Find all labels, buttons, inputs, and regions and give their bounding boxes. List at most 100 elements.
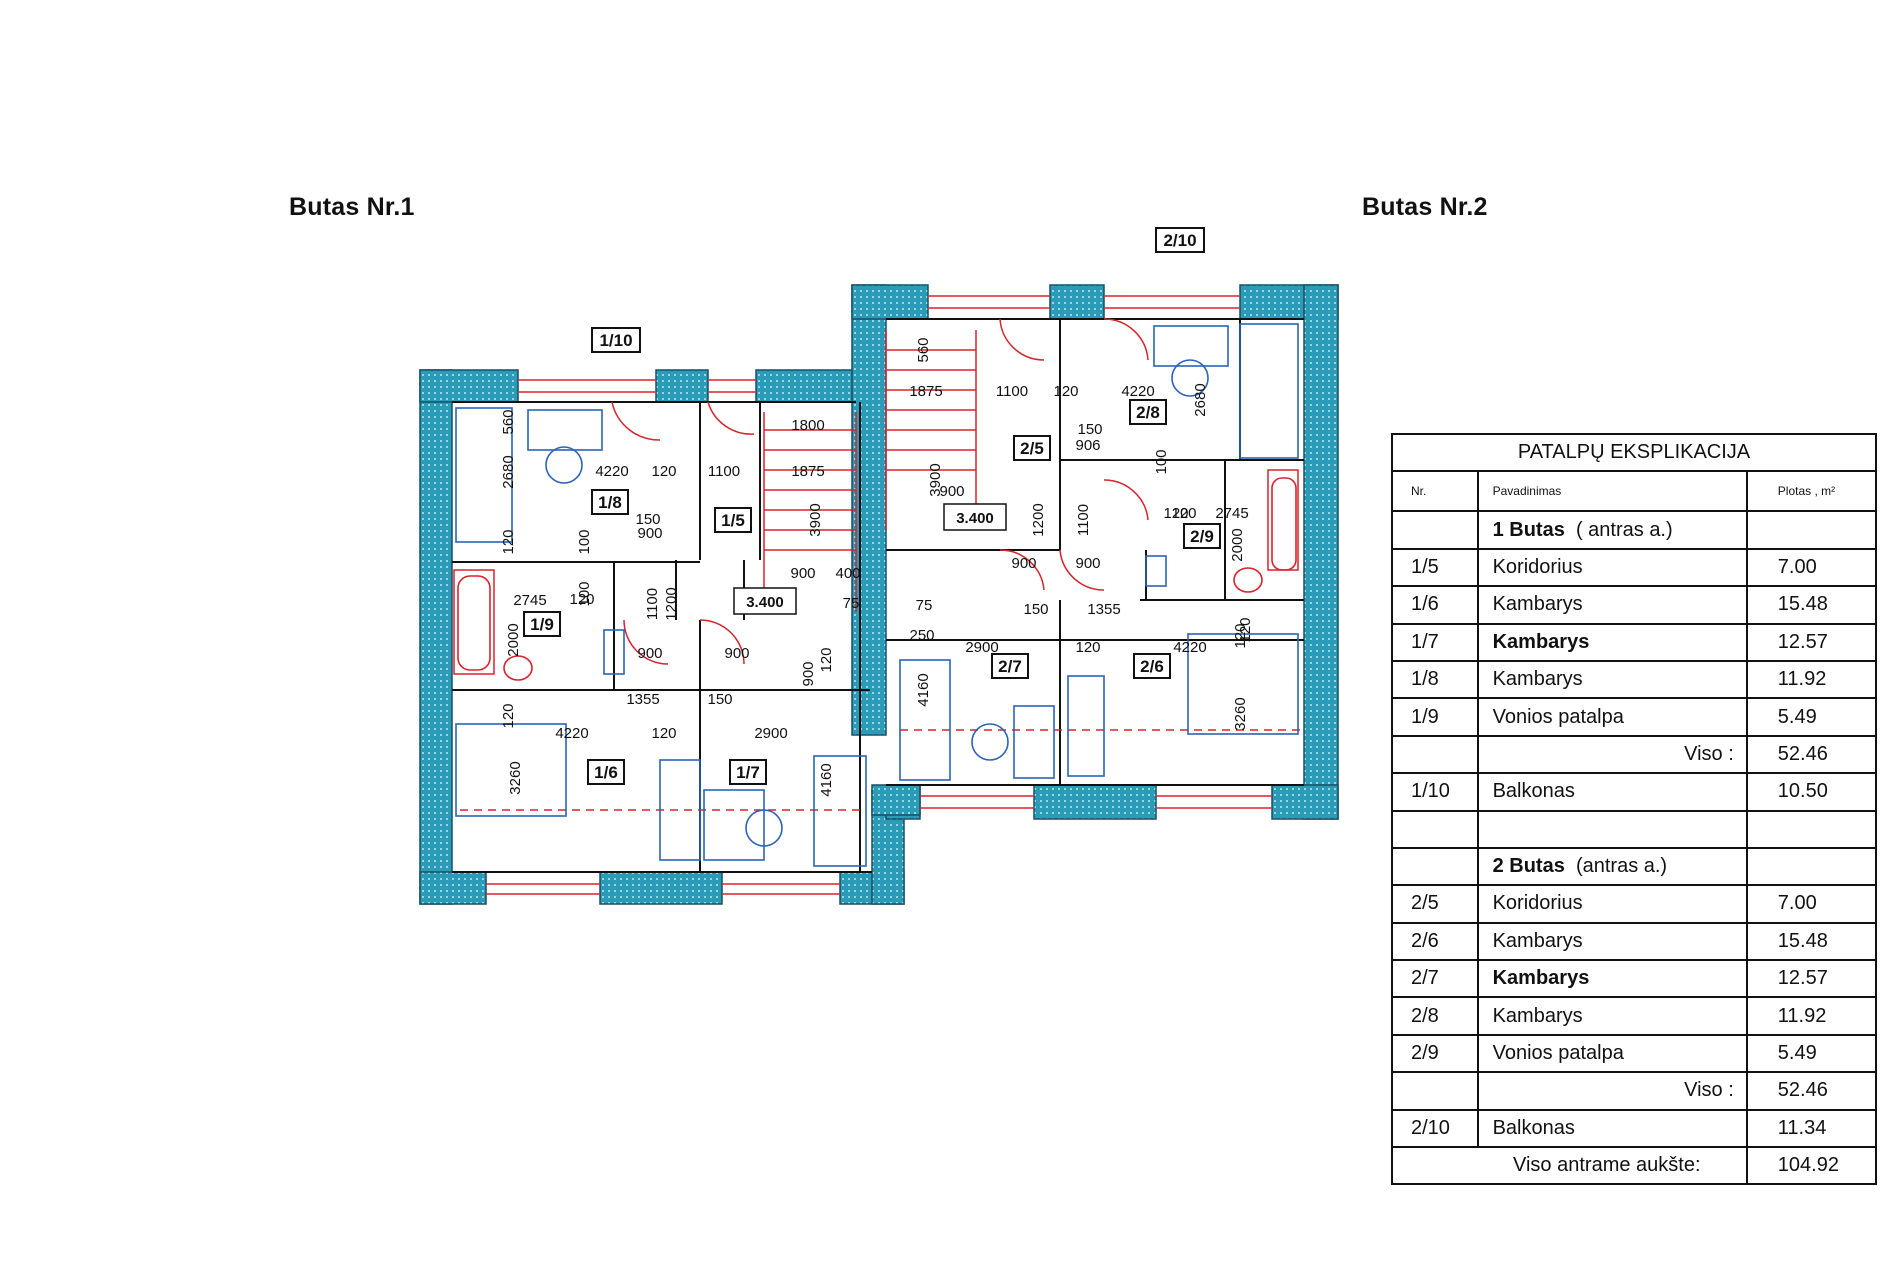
- dimension-label: 120: [1075, 639, 1100, 656]
- room-name: Kambarys: [1476, 996, 1748, 1036]
- dimension-label: 75: [843, 595, 860, 612]
- dimension-label: 1100: [996, 383, 1028, 400]
- table-cell: [1391, 809, 1479, 849]
- room-nr: 1/6: [1391, 585, 1479, 625]
- room-label: 2/8: [1136, 403, 1160, 422]
- sanitary-fixtures: [457, 477, 1297, 681]
- level-marks: 3.400 3.400: [733, 503, 1007, 615]
- dimension-label: 120: [1163, 505, 1188, 522]
- table-cell: [1476, 809, 1748, 849]
- dimension-label: 250: [909, 627, 934, 644]
- room-name: Kambarys: [1476, 959, 1748, 999]
- dimension-label: 1100: [644, 588, 661, 620]
- dimension-label: 2900: [754, 725, 787, 742]
- table-title: PATALPŲ EKSPLIKACIJA: [1391, 432, 1877, 473]
- room-area: 5.49: [1745, 697, 1878, 737]
- doors-and-stairs: [453, 295, 1300, 895]
- dimension-label: 2680: [500, 455, 517, 488]
- room-nr: 1/8: [1391, 659, 1479, 700]
- dimension-label: 120: [569, 591, 594, 608]
- room-area: 12.57: [1745, 959, 1878, 999]
- table-cell: [1745, 846, 1878, 887]
- furniture: [455, 323, 1299, 867]
- room-name: Koridorius: [1476, 547, 1748, 588]
- room-label: 1/7: [736, 763, 760, 782]
- dimension-label: 900: [637, 525, 662, 542]
- dimension-label: 4160: [915, 673, 932, 706]
- room-name: Kambarys: [1476, 585, 1748, 625]
- table-cell: [1391, 510, 1479, 550]
- dimension-label: 150: [707, 691, 732, 708]
- total-label: Viso :: [1476, 1071, 1748, 1111]
- dimension-label: 150: [1077, 421, 1102, 438]
- dimension-label: 120: [651, 725, 676, 742]
- level-mark: 3.400: [956, 510, 994, 527]
- room-label: 1/9: [530, 615, 554, 634]
- section-heading-row: 2 Butas (antras a.): [1391, 846, 1878, 887]
- room-nr: 1/5: [1391, 547, 1479, 588]
- total-row: Viso :52.46: [1391, 734, 1878, 775]
- room-label: 2/10: [1163, 231, 1196, 250]
- room-area: 11.34: [1745, 1108, 1878, 1149]
- section-heading-sub: ( antras a.): [1575, 518, 1673, 541]
- total-label: Viso :: [1476, 734, 1748, 775]
- room-name: Kambarys: [1476, 921, 1748, 962]
- table-cell: [1745, 510, 1878, 550]
- room-labels: 1/10 2/10 1/8 1/5 1/9 1/6 1/7 2/5 2/8 2/…: [523, 227, 1221, 785]
- header-nr: Nr.: [1391, 470, 1479, 513]
- room-area: 15.48: [1745, 585, 1878, 625]
- section-heading: 1 Butas ( antras a.): [1476, 510, 1748, 550]
- dimension-label: 2745: [1215, 505, 1248, 522]
- room-nr: 1/9: [1391, 697, 1479, 737]
- room-name: Balkonas: [1476, 1108, 1748, 1149]
- dimension-label: 2900: [965, 639, 998, 656]
- room-area: 5.49: [1745, 1033, 1878, 1074]
- table-cell: [1391, 734, 1479, 775]
- dimension-label: 1355: [1087, 601, 1120, 618]
- dimension-label: 120: [500, 703, 517, 728]
- room-label: 2/9: [1190, 527, 1214, 546]
- room-nr: 2/10: [1391, 1108, 1479, 1149]
- dimension-label: 100: [576, 581, 593, 606]
- exterior-walls: [419, 284, 1339, 905]
- dimension-label: 900: [1075, 555, 1100, 572]
- room-name: Vonios patalpa: [1476, 697, 1748, 737]
- level-mark: 3.400: [746, 594, 784, 611]
- dimension-label: 2000: [1229, 528, 1246, 561]
- dimension-label: 3900: [927, 463, 944, 496]
- explication-table: PATALPŲ EKSPLIKACIJA Nr. Pavadinimas Plo…: [1391, 432, 1878, 1186]
- dimension-label: 3260: [1232, 697, 1249, 730]
- room-area: 7.00: [1745, 547, 1878, 588]
- room-name: Balkonas: [1476, 772, 1748, 812]
- dimension-label: 2000: [505, 623, 522, 656]
- dimension-label: 120: [818, 647, 835, 672]
- dimension-label: 900: [1011, 555, 1036, 572]
- dimension-label: 900: [790, 565, 815, 582]
- dimension-label: 150: [635, 511, 660, 528]
- dimension-label: 400: [835, 565, 860, 582]
- dimension-label: 120: [500, 529, 517, 554]
- room-nr: 2/5: [1391, 884, 1479, 924]
- dimension-label: 1100: [1075, 504, 1092, 536]
- dimension-label: 900: [724, 645, 749, 662]
- grand-total-label: Viso antrame aukšte:: [1391, 1146, 1748, 1186]
- dimension-label: 906: [1075, 437, 1100, 454]
- room-label: 1/8: [598, 493, 622, 512]
- room-nr: 2/9: [1391, 1033, 1479, 1074]
- room-area: 11.92: [1745, 659, 1878, 700]
- dimension-label: 3900: [807, 503, 824, 536]
- room-area: 11.92: [1745, 996, 1878, 1036]
- spacer-row: [1391, 809, 1878, 849]
- dimension-label: 150: [1023, 601, 1048, 618]
- room-name: Vonios patalpa: [1476, 1033, 1748, 1074]
- room-nr: 2/8: [1391, 996, 1479, 1036]
- dimension-label: 100: [576, 529, 593, 554]
